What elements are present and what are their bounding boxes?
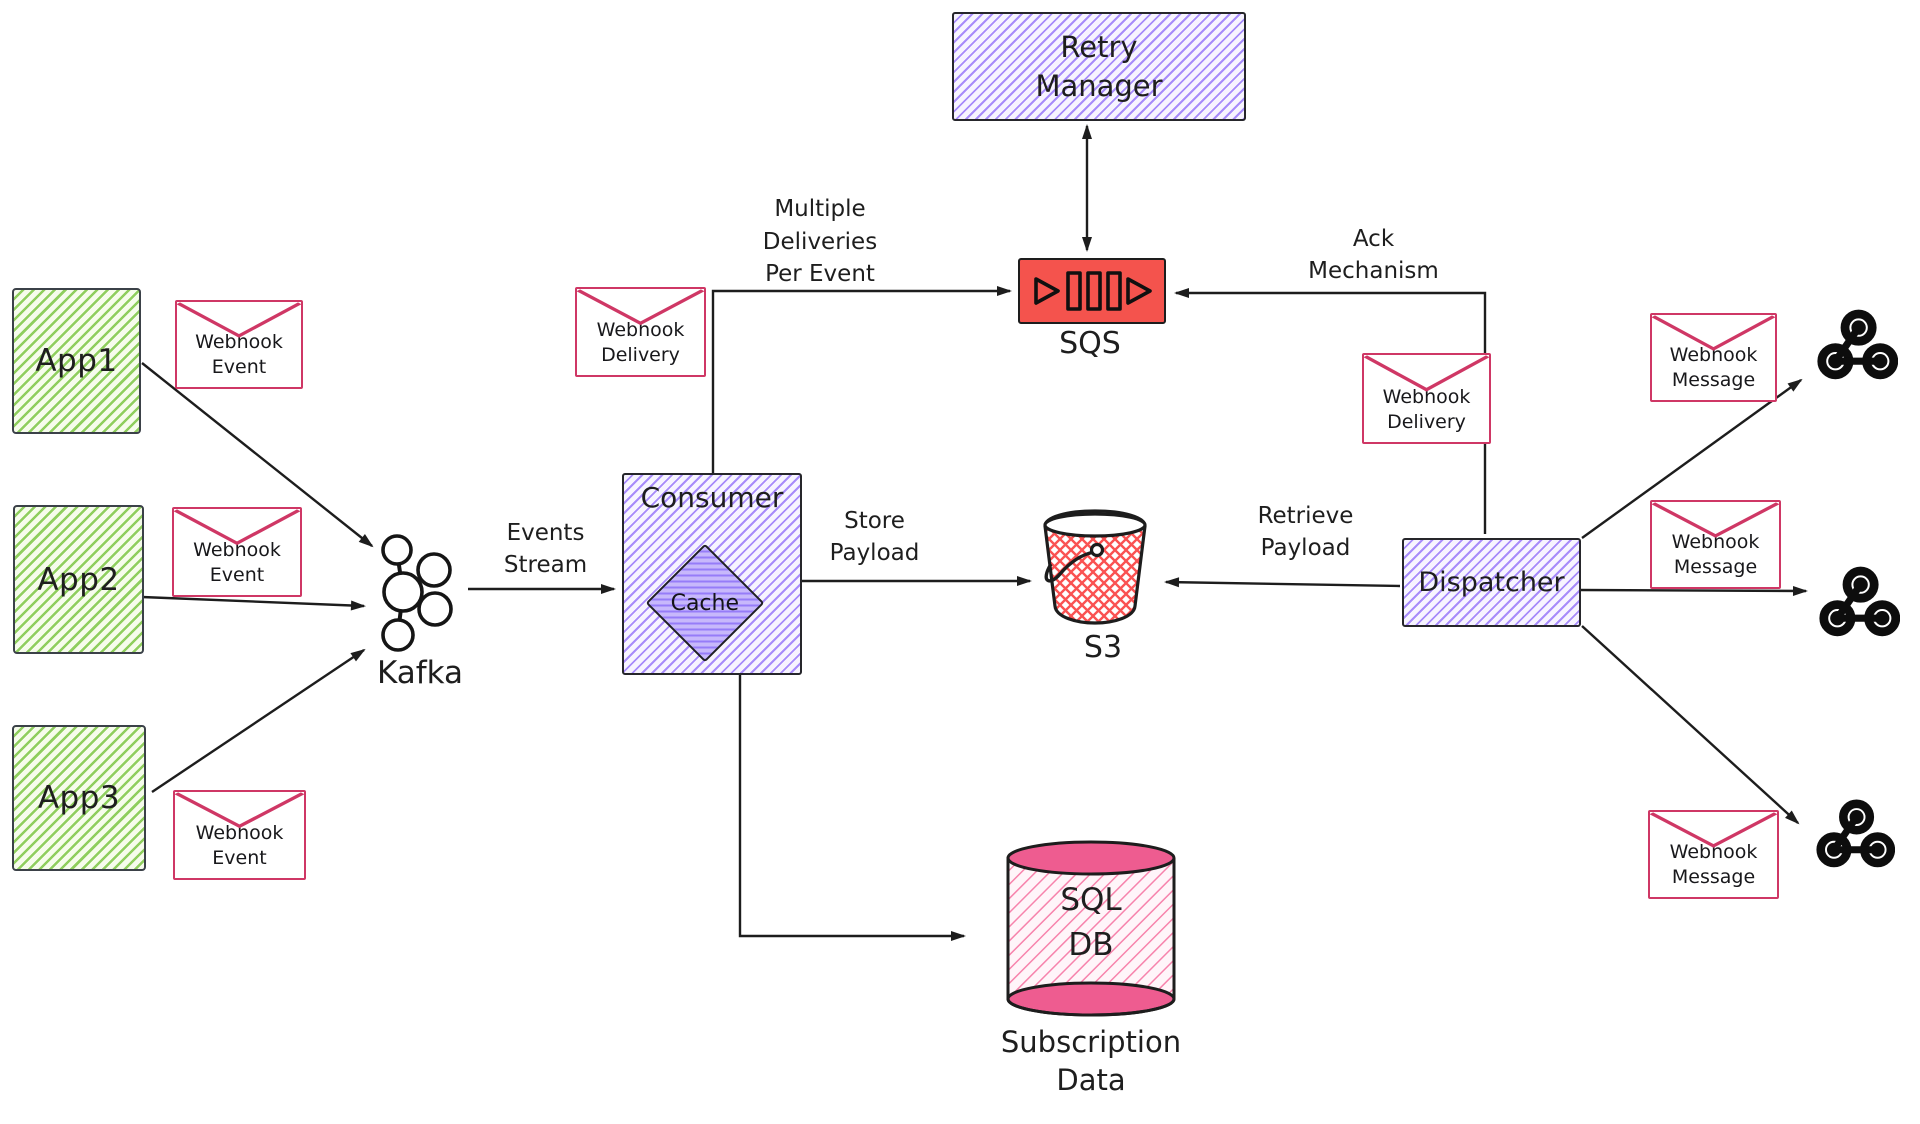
s3-label: S3	[1083, 630, 1123, 665]
retry-manager-label: Retry Manager	[1035, 30, 1163, 103]
envelope-flap-icon	[174, 509, 300, 546]
consumer-label: Consumer	[640, 481, 784, 514]
envelope-flap-icon	[1650, 812, 1777, 848]
envelope-label: Webhook Message	[1669, 343, 1758, 391]
edge-consumer-sqldb	[738, 652, 966, 941]
edge-consumer-sqs	[711, 286, 1012, 473]
cache-label: Cache	[670, 590, 740, 616]
edge-label-ack-mechanism: Ack Mechanism	[1308, 226, 1439, 284]
sqs-node	[1018, 258, 1166, 324]
envelope-flap-icon	[1652, 502, 1779, 538]
edge-app3-kafka	[151, 648, 366, 793]
edge-label-retrieve-payload: Retrieve Payload	[1257, 503, 1354, 561]
edge-dispatcher-webhook3	[1581, 625, 1800, 825]
webhook-delivery-envelope-1: Webhook Delivery	[575, 287, 706, 377]
sqs-queue-icon	[1034, 271, 1152, 311]
envelope-label: Webhook Event	[193, 538, 281, 586]
subscription-data-caption: Subscription Data	[1000, 1025, 1182, 1097]
webhook-icon-2	[1818, 563, 1901, 639]
envelope-label: Webhook Delivery	[1382, 385, 1471, 433]
edge-label-store-payload: Store Payload	[829, 508, 920, 566]
app2-node: App2	[13, 505, 144, 654]
webhook-icon-3	[1815, 796, 1896, 870]
envelope-label: Webhook Message	[1669, 840, 1758, 888]
envelope-flap-icon	[177, 302, 301, 338]
webhook-event-envelope-3: Webhook Event	[173, 790, 306, 880]
app3-node: App3	[12, 725, 146, 871]
webhook-icon-1	[1816, 306, 1899, 382]
envelope-label: Webhook Event	[195, 821, 284, 869]
edge-app2-kafka	[141, 595, 366, 611]
sql-db-label: SQL DB	[1060, 882, 1122, 963]
s3-bucket-icon	[1038, 506, 1152, 628]
envelope-flap-icon	[1364, 355, 1489, 392]
retry-manager-node: Retry Manager	[952, 12, 1246, 121]
envelope-flap-icon	[175, 792, 304, 829]
webhook-message-envelope-3: Webhook Message	[1648, 810, 1779, 899]
sql-db-cylinder	[1000, 836, 1182, 1022]
edge-dispatcher-sqs-ack	[1174, 288, 1487, 534]
webhook-message-envelope-2: Webhook Message	[1650, 500, 1781, 589]
edge-label-multiple-deliveries: Multiple Deliveries Per Event	[762, 196, 878, 288]
app3-label: App3	[37, 780, 121, 816]
envelope-label: Webhook Event	[195, 330, 283, 378]
kafka-label: Kafka	[376, 655, 464, 691]
app2-label: App2	[37, 561, 120, 598]
webhook-message-envelope-1: Webhook Message	[1650, 313, 1777, 402]
edge-dispatcher-webhook2	[1579, 585, 1808, 596]
sqs-label: SQS	[1059, 326, 1121, 361]
envelope-label: Webhook Delivery	[596, 318, 685, 366]
edge-dispatcher-s3	[1164, 577, 1401, 588]
envelope-label: Webhook Message	[1671, 530, 1760, 578]
dispatcher-label: Dispatcher	[1418, 567, 1565, 598]
envelope-flap-icon	[1652, 315, 1775, 351]
edge-label-events-stream: Events Stream	[503, 520, 588, 578]
app1-node: App1	[12, 288, 141, 434]
webhook-event-envelope-1: Webhook Event	[175, 300, 303, 389]
app1-label: App1	[35, 343, 118, 379]
webhook-delivery-envelope-2: Webhook Delivery	[1362, 353, 1491, 444]
edge-app1-kafka	[141, 362, 374, 548]
dispatcher-node: Dispatcher	[1402, 538, 1581, 627]
edge-dispatcher-webhook1	[1581, 378, 1803, 539]
kafka-icon	[370, 528, 462, 654]
webhook-event-envelope-2: Webhook Event	[172, 507, 302, 597]
envelope-flap-icon	[577, 289, 704, 326]
